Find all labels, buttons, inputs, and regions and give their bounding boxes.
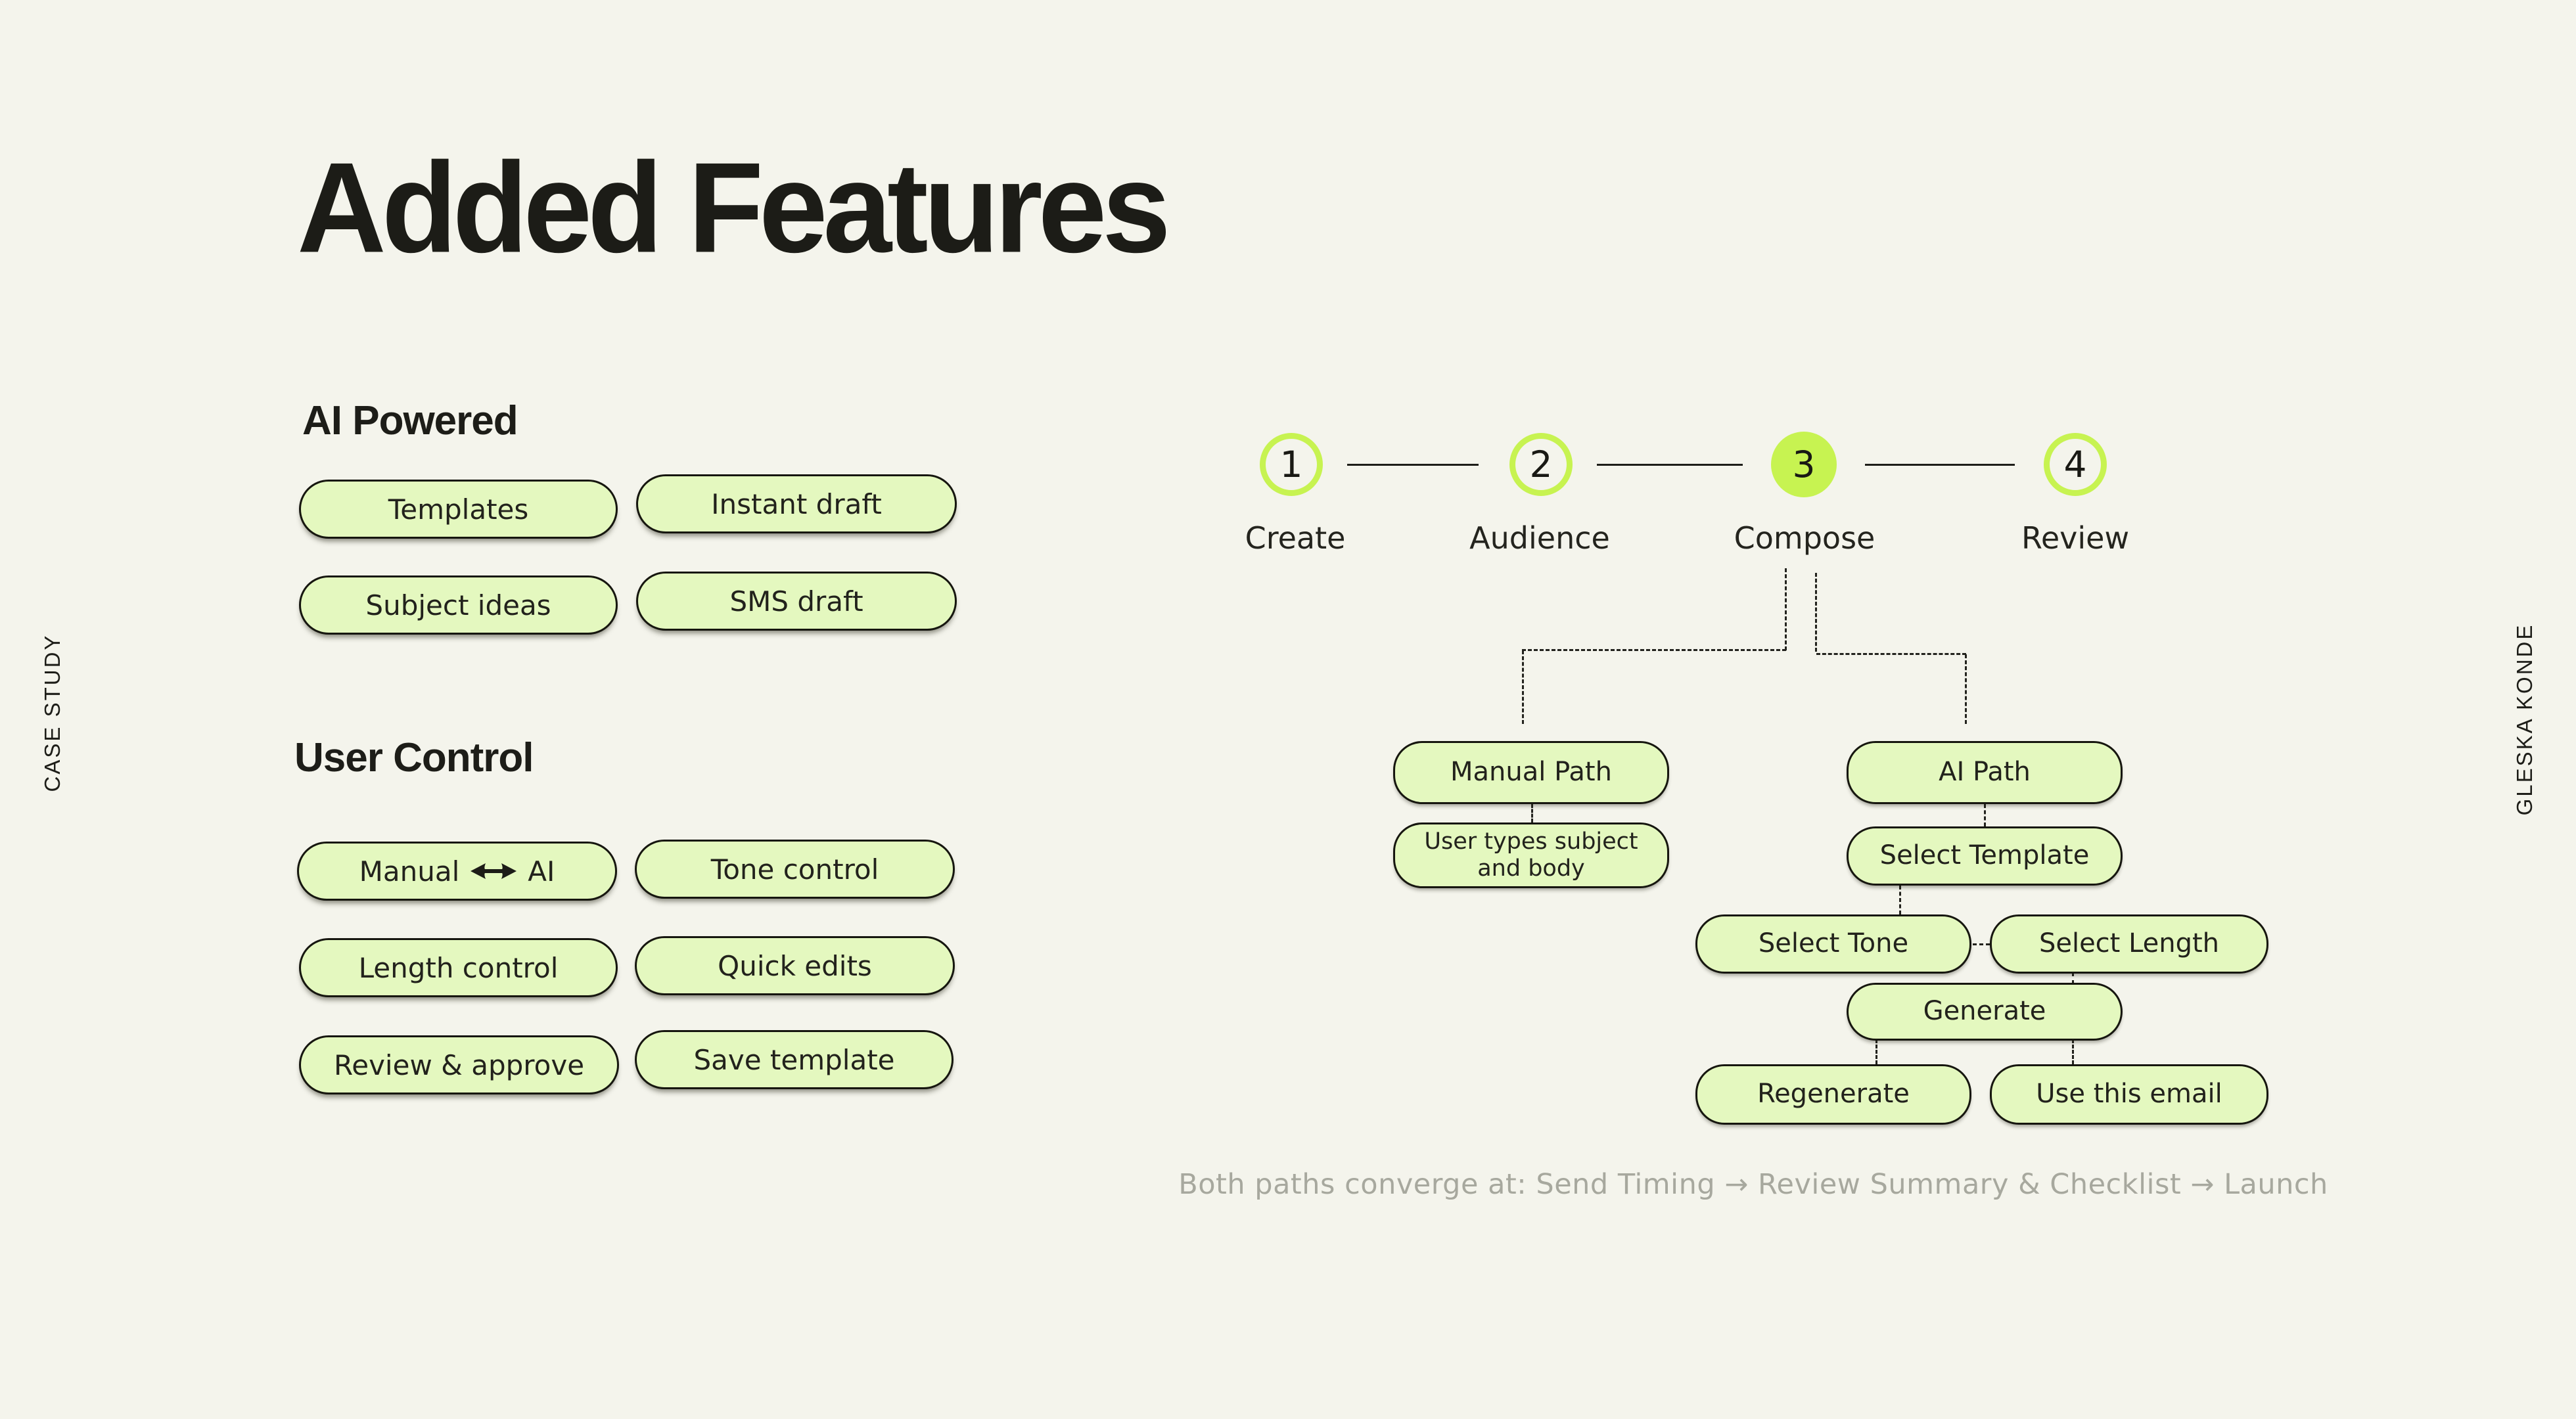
connector-length-to-generate	[2072, 972, 2074, 984]
feature-pill-instant-draft: Instant draft	[636, 474, 957, 533]
flow-box-label: Regenerate	[1757, 1079, 1910, 1110]
flow-box-select-template: Select Template	[1847, 826, 2123, 886]
step-number: 1	[1279, 443, 1303, 485]
feature-pill-review-approve: Review & approve	[299, 1035, 619, 1094]
flow-box-select-tone: Select Tone	[1695, 914, 1971, 974]
flow-box-manual-path: Manual Path	[1393, 741, 1669, 804]
flow-box-label: Select Length	[2038, 928, 2220, 959]
feature-pill-label: Quick edits	[718, 949, 872, 982]
feature-pill-tone-control: Tone control	[635, 840, 955, 899]
flow-box-user-types: User types subject and body	[1393, 822, 1669, 888]
side-label-author: GLESKA KONDE	[2512, 623, 2537, 816]
feature-pill-label: Review & approve	[333, 1048, 585, 1081]
feature-pill-quick-edits: Quick edits	[635, 936, 955, 995]
connector-compose-down-left	[1785, 568, 1787, 650]
step-label-audience: Audience	[1469, 520, 1610, 556]
feature-pill-label: Save template	[693, 1043, 895, 1076]
step-label-review: Review	[2021, 520, 2130, 556]
connector-branch-right-horizontal	[1816, 653, 1966, 655]
feature-pill-label: Subject ideas	[365, 589, 551, 621]
manual-label: Manual	[359, 855, 460, 888]
step-label-create: Create	[1245, 520, 1346, 556]
feature-pill-subject-ideas: Subject ideas	[299, 575, 618, 635]
connector-generate-to-useemail	[2072, 1039, 2074, 1064]
flow-box-label: Select Template	[1879, 840, 2090, 871]
flow-box-label: Generate	[1923, 996, 2046, 1027]
flow-box-label: User types subject and body	[1424, 828, 1638, 882]
flow-box-label: Select Tone	[1758, 928, 1909, 959]
flow-box-label: Use this email	[2036, 1079, 2222, 1110]
step-circle-3-active: 3	[1771, 432, 1837, 497]
connector-branch-left-vertical	[1522, 650, 1524, 724]
step-connector	[1347, 464, 1479, 466]
flow-box-ai-path: AI Path	[1847, 741, 2123, 804]
feature-pill-label: Instant draft	[711, 487, 882, 520]
feature-pill-manual-ai: Manual AI	[297, 842, 617, 901]
flow-box-use-this-email: Use this email	[1990, 1064, 2268, 1125]
side-label-case-study: CASE STUDY	[40, 633, 64, 792]
feature-pill-label: Templates	[388, 493, 529, 526]
connector-generate-to-regenerate	[1875, 1039, 1877, 1064]
feature-pill-length-control: Length control	[299, 938, 618, 997]
connector-manual-to-usertypes	[1531, 804, 1533, 822]
step-circle-2: 2	[1509, 433, 1573, 496]
step-label-compose: Compose	[1734, 520, 1875, 556]
connector-branch-left-horizontal	[1522, 649, 1786, 651]
step-connector	[1597, 464, 1743, 466]
step-circle-4: 4	[2044, 433, 2107, 496]
ai-label: AI	[528, 855, 555, 888]
section-heading-user-control: User Control	[294, 735, 534, 780]
flow-box-label: Manual Path	[1450, 757, 1612, 788]
flow-box-label: AI Path	[1939, 757, 2031, 788]
feature-pill-label: SMS draft	[729, 585, 863, 618]
step-number: 2	[1529, 443, 1553, 485]
page-title: Added Features	[297, 135, 1171, 279]
feature-pill-templates: Templates	[299, 480, 618, 539]
flow-box-select-length: Select Length	[1990, 914, 2268, 974]
connector-aipath-to-template	[1984, 804, 1986, 826]
flow-box-regenerate: Regenerate	[1695, 1064, 1971, 1125]
feature-pill-save-template: Save template	[635, 1030, 954, 1089]
connector-branch-right-vertical	[1965, 654, 1967, 724]
flow-box-generate: Generate	[1847, 983, 2123, 1041]
connector-compose-down-right	[1815, 573, 1817, 652]
step-circle-1: 1	[1260, 433, 1323, 496]
step-number: 3	[1792, 443, 1816, 485]
section-heading-ai-powered: AI Powered	[302, 398, 518, 443]
connector-tone-to-length	[1973, 943, 1990, 945]
feature-pill-sms-draft: SMS draft	[636, 572, 957, 631]
step-number: 4	[2063, 443, 2087, 485]
convergence-note: Both paths converge at: Send Timing → Re…	[1178, 1168, 2328, 1201]
feature-pill-label: Tone control	[710, 853, 879, 886]
double-arrow-icon	[470, 861, 517, 881]
feature-pill-label: Length control	[358, 951, 559, 984]
connector-template-to-tone	[1899, 886, 1901, 914]
step-connector	[1865, 464, 2015, 466]
